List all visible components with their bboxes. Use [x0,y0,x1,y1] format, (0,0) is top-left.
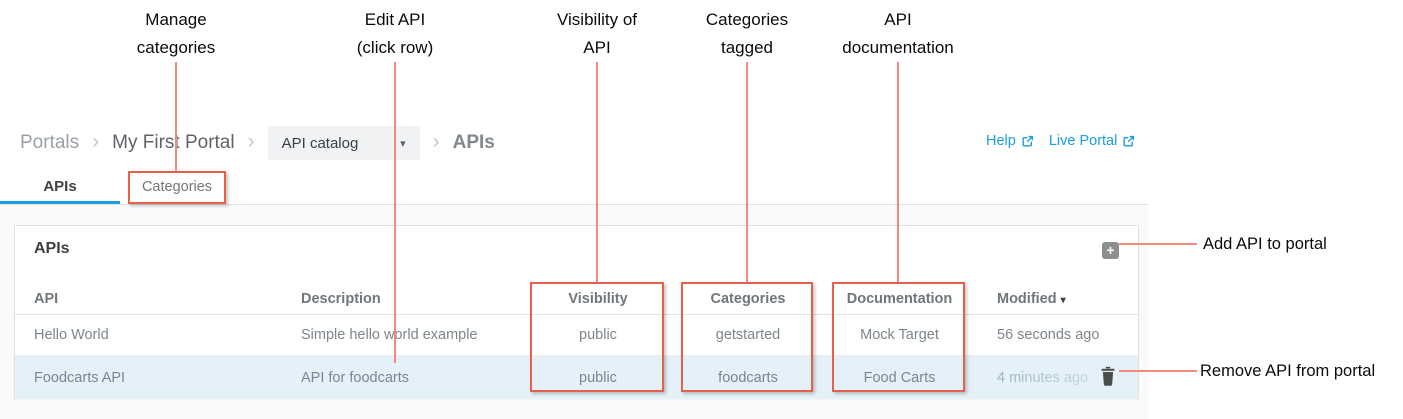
callout-text: API [884,10,912,29]
delete-api-icon[interactable] [1100,366,1116,386]
breadcrumb-current-apis: APIs [452,132,495,153]
column-header-modified-label: Modified [997,290,1057,307]
table-header: API Description Visibility Categories Do… [15,283,1138,315]
callout-box-categories-tab [128,171,226,204]
cell-modified: 4 minutes ago [966,370,1138,386]
help-link[interactable]: Help [986,133,1034,149]
breadcrumb-separator-icon: › [247,130,255,153]
callout-box-categories-column [681,282,813,392]
tab-categories[interactable]: Categories [141,179,213,195]
cell-modified: 56 seconds ago [997,327,1100,343]
callout-text: categories [136,38,216,57]
api-catalog-dropdown-value: API catalog [281,134,359,152]
external-link-icon [1123,135,1135,147]
active-tab-indicator [0,201,120,204]
cell-description: Simple hello world example [301,327,478,343]
sort-desc-icon: ▾ [1060,294,1066,306]
external-link-icon [1022,135,1033,147]
column-header-modified[interactable]: Modified▾ [966,291,1138,307]
cell-documentation: Mock Target [860,327,939,343]
callout-categories-tagged: Categories tagged [706,6,788,62]
callout-text: documentation [842,38,954,57]
callout-text: Edit API [364,10,426,29]
callout-visibility-of-api: Visibility of API [557,6,637,62]
callout-manage-categories: Manage categories [137,6,215,62]
callout-line-remove-api [1119,370,1197,372]
callout-api-documentation: API documentation [842,6,954,62]
callout-line-visibility [596,62,598,282]
tabs-divider [0,204,1148,205]
callout-line-categories [746,62,748,282]
column-header-categories: Categories [710,290,786,307]
breadcrumb-my-first-portal[interactable]: My First Portal [112,132,235,153]
tab-apis[interactable]: APIs [43,177,77,195]
callout-add-api-to-portal: Add API to portal [1203,235,1327,253]
cell-visibility: public [579,327,617,343]
callout-text: API [583,38,611,57]
callout-text: Manage [145,10,207,29]
callout-line-add-api [1119,243,1197,245]
cell-documentation: Food Carts [863,369,936,386]
live-portal-link[interactable]: Live Portal [1049,133,1136,149]
callout-text: (click row) [356,38,434,57]
callout-line-edit-api [394,62,396,363]
callout-edit-api: Edit API (click row) [357,6,434,62]
cell-categories: foodcarts [718,369,778,386]
header-links: Help Live Portal [986,133,1135,149]
breadcrumb-separator-icon: › [92,130,100,153]
callout-line-documentation [897,62,899,282]
callout-box-visibility-column [530,282,664,392]
cell-api: Foodcarts API [34,369,126,386]
cell-visibility: public [579,369,617,386]
callout-text: Categories [705,10,789,29]
api-catalog-dropdown[interactable]: API catalog ▾ [267,126,420,160]
breadcrumb-portals[interactable]: Portals [20,132,80,153]
callout-text: Visibility of [557,10,637,29]
callout-text: tagged [721,38,773,57]
card-title: APIs [34,240,70,257]
help-link-label: Help [986,133,1016,149]
dropdown-caret-icon: ▾ [400,137,406,150]
callout-box-documentation-column [832,282,965,392]
cell-description: API for foodcarts [301,369,409,386]
column-header-documentation: Documentation [846,290,953,307]
column-header-api: API [34,290,59,307]
breadcrumb-separator-icon: › [432,130,440,153]
cell-api: Hello World [34,327,109,343]
add-api-button[interactable]: + [1102,242,1119,259]
callout-remove-api-from-portal: Remove API from portal [1200,362,1376,380]
live-portal-link-label: Live Portal [1048,133,1118,149]
table-row-hello-world[interactable]: Hello World Simple hello world example p… [15,315,1138,356]
callout-line-manage-categories [175,62,177,171]
cell-categories: getstarted [715,327,781,343]
column-header-visibility: Visibility [568,290,628,307]
breadcrumb: Portals › My First Portal › API catalog … [20,124,495,162]
column-header-description: Description [301,290,381,307]
